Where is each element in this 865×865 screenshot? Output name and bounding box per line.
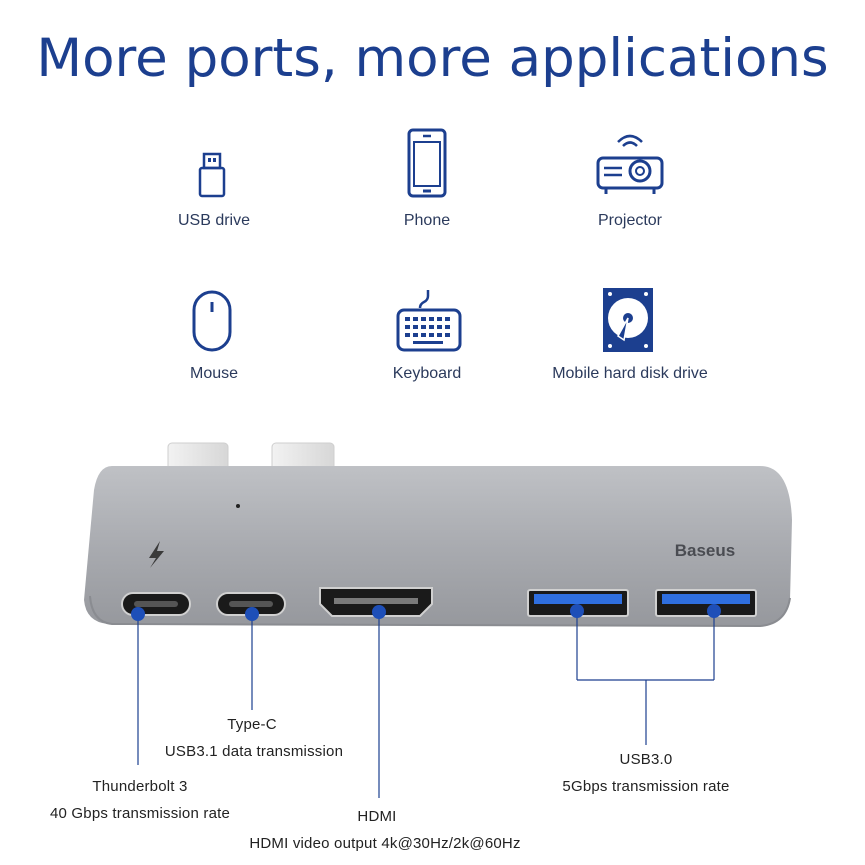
callout-thunderbolt-detail: 40 Gbps transmission rate <box>49 805 231 822</box>
callout-hdmi-detail: HDMI video output 4k@30Hz/2k@60Hz <box>249 835 521 852</box>
marker-hdmi <box>372 605 386 619</box>
lightning-icon <box>149 541 164 568</box>
marker-thunderbolt <box>131 607 145 621</box>
callout-usb3-title: USB3.0 <box>619 751 673 768</box>
callout-typec-detail: USB3.1 data transmission <box>164 743 344 760</box>
marker-usb3-1 <box>570 604 584 618</box>
mouse-icon <box>172 286 252 366</box>
hub-body <box>84 466 792 626</box>
callout-hdmi-title: HDMI <box>357 808 397 825</box>
brand-logo: Baseus <box>675 541 735 560</box>
hard-disk-icon <box>588 286 668 366</box>
usb-drive-icon <box>172 138 252 218</box>
marker-usb3-2 <box>707 604 721 618</box>
app-label-usb-drive: USB drive <box>177 212 251 229</box>
app-label-hard-disk: Mobile hard disk drive <box>552 365 708 382</box>
callout-usb3-detail: 5Gbps transmission rate <box>562 778 730 795</box>
app-label-projector: Projector <box>597 212 663 229</box>
keyboard-icon <box>388 286 468 366</box>
callout-thunderbolt-title: Thunderbolt 3 <box>92 778 188 795</box>
app-label-mouse: Mouse <box>189 365 239 382</box>
phone-icon <box>387 128 467 208</box>
app-label-keyboard: Keyboard <box>392 365 462 382</box>
marker-typec <box>245 607 259 621</box>
page-title: More ports, more applications <box>36 28 829 89</box>
projector-icon <box>590 128 670 208</box>
status-led <box>236 504 240 508</box>
app-label-phone: Phone <box>403 212 451 229</box>
callout-typec-title: Type-C <box>227 716 277 733</box>
